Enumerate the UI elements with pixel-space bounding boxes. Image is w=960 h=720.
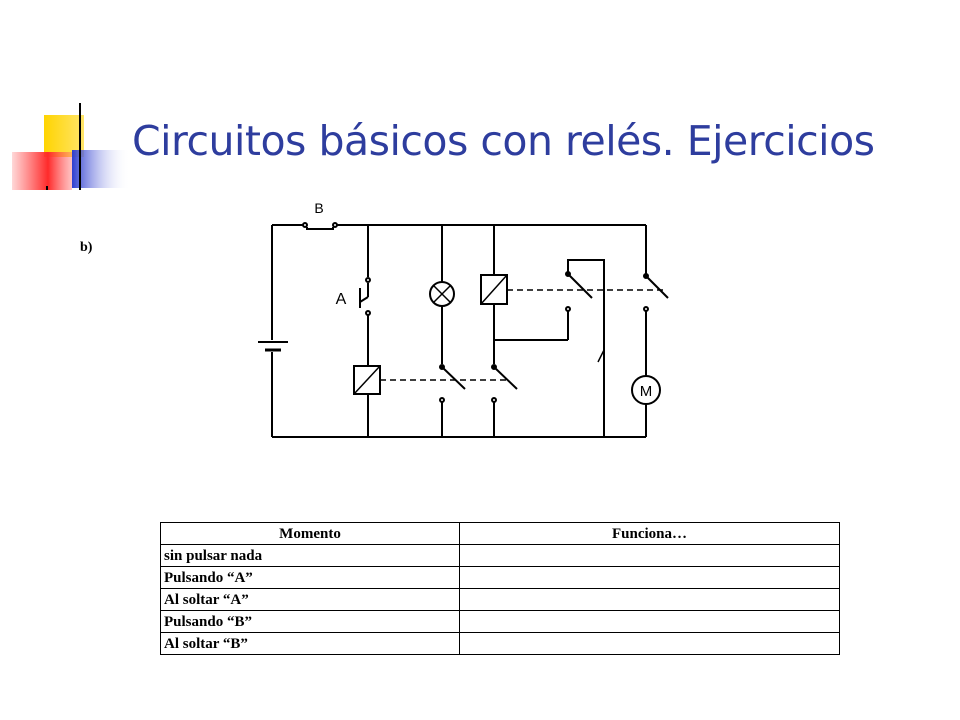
relay2-contact-a-terminal xyxy=(565,306,571,312)
relay1-contact-a-blade xyxy=(441,366,466,390)
header-funciona: Funciona… xyxy=(459,522,840,545)
logo-red-square xyxy=(12,152,72,190)
relay1-contact-b-terminal xyxy=(491,397,497,403)
relay2-contact-b-terminal xyxy=(643,306,649,312)
motor-label: M xyxy=(640,383,653,400)
switch-b-actuator xyxy=(306,227,334,230)
table-row: Pulsando “A” xyxy=(160,566,840,589)
logo-dot xyxy=(46,186,48,190)
relay-circuit-diagram: B A M xyxy=(258,200,669,438)
relay-coil-1-diagonal xyxy=(353,365,381,395)
switch-b-label: B xyxy=(314,200,323,216)
exercise-label: b) xyxy=(80,240,93,255)
lamp-cross-b xyxy=(432,284,452,304)
cell-funciona[interactable] xyxy=(459,588,840,611)
cell-momento: sin pulsar nada xyxy=(160,544,460,567)
slide-title: Circuitos básicos con relés. Ejercicios xyxy=(132,117,875,165)
cell-momento: Al soltar “A” xyxy=(160,588,460,611)
relay2-contact-a-blade xyxy=(567,273,593,299)
switch-b-contact-left xyxy=(302,222,308,228)
wire-return-marker xyxy=(597,349,605,363)
table-header-row: Momento Funciona… xyxy=(160,522,840,545)
wire-relay2-return xyxy=(567,259,605,437)
cell-funciona[interactable] xyxy=(459,544,840,567)
cell-momento: Pulsando “B” xyxy=(160,610,460,633)
relay1-contact-a-terminal xyxy=(439,397,445,403)
pushbutton-a-contact-top xyxy=(365,277,371,283)
table-row: Pulsando “B” xyxy=(160,610,840,633)
table-row: Al soltar “A” xyxy=(160,588,840,611)
table-row: sin pulsar nada xyxy=(160,544,840,567)
cell-funciona[interactable] xyxy=(459,566,840,589)
switch-b-contact-right xyxy=(332,222,338,228)
results-table: Momento Funciona… sin pulsar nada Pulsan… xyxy=(160,522,840,655)
cell-funciona[interactable] xyxy=(459,610,840,633)
logo-blue-square xyxy=(72,150,130,188)
pushbutton-a-contact-bottom xyxy=(365,310,371,316)
cell-funciona[interactable] xyxy=(459,632,840,655)
table-row: Al soltar “B” xyxy=(160,632,840,655)
relay2-contact-b-blade xyxy=(645,275,669,299)
relay-coil-2-diagonal xyxy=(480,274,508,305)
slide-logo xyxy=(12,103,130,190)
relay1-contact-b-blade xyxy=(493,366,518,390)
pushbutton-a-label: A xyxy=(336,291,347,308)
pushbutton-a-blade xyxy=(359,296,369,303)
header-momento: Momento xyxy=(160,522,460,545)
cell-momento: Pulsando “A” xyxy=(160,566,460,589)
cell-momento: Al soltar “B” xyxy=(160,632,460,655)
